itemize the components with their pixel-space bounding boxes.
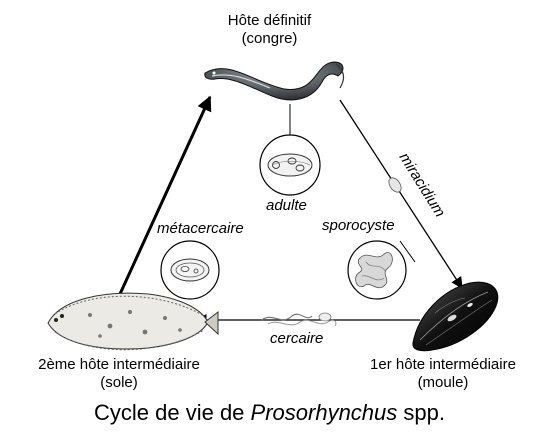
- second-intermediate-host-name: 2ème hôte intermédiaire: [2, 356, 236, 374]
- caption-suffix: spp.: [397, 400, 445, 425]
- first-intermediate-host-species: (moule): [348, 374, 538, 392]
- second-intermediate-host-species: (sole): [2, 374, 236, 392]
- flatfish-icon: [48, 293, 218, 350]
- stage-adult: adulte: [266, 197, 307, 214]
- metacercaria-icon: [161, 241, 219, 299]
- caption-prefix: Cycle de vie de: [94, 400, 251, 425]
- definitive-host-name: Hôte définitif: [190, 12, 349, 30]
- second-intermediate-host-label: 2ème hôte intermédiaire (sole): [2, 356, 236, 392]
- first-intermediate-host-name: 1er hôte intermédiaire: [348, 356, 538, 374]
- sporocyst-icon: [348, 241, 406, 299]
- stage-metacercaria: métacercaire: [157, 220, 244, 237]
- stage-cercaria: cercaire: [270, 330, 323, 347]
- mussel-icon: [413, 282, 498, 351]
- figure-caption: Cycle de vie de Prosorhynchus spp.: [0, 400, 539, 426]
- definitive-host-label: Hôte définitif (congre): [190, 12, 349, 48]
- caption-genus: Prosorhynchus: [251, 400, 398, 425]
- miracidium-icon: [386, 176, 403, 195]
- eel-icon: [205, 62, 344, 100]
- definitive-host-species: (congre): [190, 30, 349, 48]
- first-intermediate-host-label: 1er hôte intermédiaire (moule): [348, 356, 538, 392]
- stage-sporocyst: sporocyste: [322, 217, 395, 234]
- adult-fluke-icon: [260, 135, 320, 195]
